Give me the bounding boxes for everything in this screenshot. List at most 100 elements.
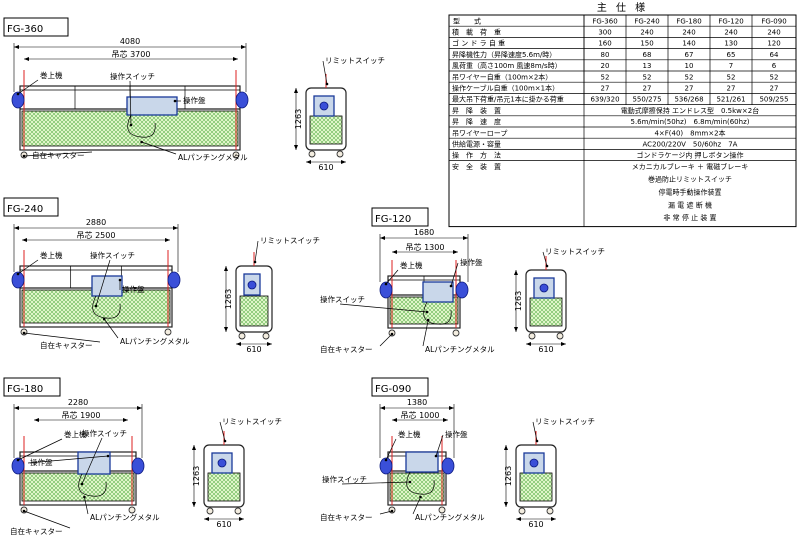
spec-safety-label: 安 全 装 置 <box>452 162 501 171</box>
spec-row-label: ゴ ン ド ラ 自 重 <box>452 39 505 48</box>
spec-cell: 52 <box>727 73 736 81</box>
spec-header-fg-090: FG-090 <box>761 18 786 26</box>
span-length: 吊芯 3700 <box>112 49 151 59</box>
spec-cell: 68 <box>643 51 652 59</box>
spec-cell: 27 <box>727 85 736 93</box>
control-panel-box <box>91 275 123 297</box>
span-length: 吊芯 2500 <box>77 230 116 240</box>
depth-dimension: 610 <box>528 520 543 529</box>
cage-frame <box>19 265 173 328</box>
side-caster-left <box>308 150 316 158</box>
spec-cell: 7 <box>729 62 733 70</box>
winch-motor-left <box>11 457 25 475</box>
height-dimension: 1263 <box>192 466 201 486</box>
spec-row-label: 積 載 荷 重 <box>452 28 501 37</box>
depth-dimension: 610 <box>318 163 333 172</box>
operation-cable <box>78 473 107 497</box>
label-winch: 巻上機 <box>400 260 423 270</box>
winch-motor-right <box>131 457 145 475</box>
caster-right <box>232 151 240 159</box>
spec-row-label: 昇降機性力（昇降速度5.6m/時） <box>452 50 556 59</box>
label-winch: 巻上機 <box>64 429 87 439</box>
spec-cell: 140 <box>682 40 695 48</box>
spec-cell: 160 <box>598 40 611 48</box>
spec-cell: 65 <box>727 51 736 59</box>
spec-cell: 10 <box>685 62 694 70</box>
side-mesh <box>529 297 563 327</box>
model-tag: FG-120 <box>375 214 411 225</box>
label-operation-panel: 操作盤 <box>460 257 483 267</box>
spec-cell: 240 <box>767 29 780 37</box>
spec-cell: 52 <box>643 73 652 81</box>
spec-row-label: 最大吊下荷重/吊元1本に掛かる荷重 <box>452 95 564 104</box>
spec-cell: 240 <box>682 29 695 37</box>
height-dimension: 1263 <box>514 291 523 311</box>
overall-length: 1380 <box>407 398 427 407</box>
spec-safety-item: 漏 電 遮 断 機 <box>668 200 712 209</box>
label-limit-switch: リミットスイッチ <box>325 56 385 65</box>
spec-cell: 120 <box>767 40 780 48</box>
control-panel-box <box>405 451 439 473</box>
side-mesh <box>207 472 241 502</box>
label-caster: 自在キャスター <box>40 340 93 350</box>
spec-cell: 27 <box>601 85 610 93</box>
side-caster-right <box>262 332 270 340</box>
spec-row-label: 吊ワイヤー自重（100m×2本） <box>452 72 552 81</box>
caster-right <box>452 329 460 337</box>
model-tag: FG-240 <box>7 204 43 215</box>
spec-row-label: 昇 降 装 置 <box>452 106 501 115</box>
side-caster-left <box>528 332 536 340</box>
spec-safety-item: 巻過防止リミットスイッチ <box>648 175 732 184</box>
overall-length: 1680 <box>414 228 434 237</box>
punching-metal-panel <box>389 472 445 502</box>
model-tag-frame <box>371 207 429 227</box>
spec-cell: 64 <box>770 51 779 59</box>
height-dimension: 1263 <box>294 109 303 129</box>
spec-cell: 13 <box>643 62 652 70</box>
spec-cell: 6 <box>772 62 777 70</box>
depth-dimension: 610 <box>538 345 553 354</box>
winch-motor-right <box>441 457 455 475</box>
label-caster: 自在キャスター <box>320 344 373 354</box>
side-caster-right <box>546 507 554 515</box>
caster-right <box>164 328 172 336</box>
spec-cell: 240 <box>640 29 653 37</box>
label-operation-panel: 操作盤 <box>122 284 145 294</box>
span-length: 吊芯 1000 <box>401 410 440 420</box>
control-panel-box <box>77 451 111 475</box>
model-tag-frame <box>3 17 69 37</box>
spec-merged-value: ゴンドラケージ内 押しボタン操作 <box>636 151 743 160</box>
model-tag-frame <box>371 377 429 397</box>
control-panel-box <box>422 281 454 303</box>
spec-cell: 80 <box>601 51 610 59</box>
winch-motor-left <box>379 281 393 299</box>
spec-cell: 300 <box>598 29 611 37</box>
spec-header-fg-360: FG-360 <box>592 18 617 26</box>
spec-cell: 550/275 <box>632 96 661 104</box>
punching-metal-panel <box>21 110 239 147</box>
spec-header-fg-120: FG-120 <box>718 18 743 26</box>
spec-merged-value: AC200/220V 50/60hz 7A <box>643 141 738 149</box>
model-tag: FG-090 <box>375 384 411 395</box>
span-length: 吊芯 1900 <box>62 410 101 420</box>
label-caster: 自在キャスター <box>32 150 85 160</box>
spec-table-frame <box>448 14 797 228</box>
side-motor <box>217 458 227 468</box>
label-operation-switch: 操作スイッチ <box>320 294 365 304</box>
spec-cell: 150 <box>640 40 653 48</box>
winch-motor-left <box>11 91 25 109</box>
label-caster: 自在キャスター <box>320 512 373 522</box>
label-operation-switch: 操作スイッチ <box>110 71 155 81</box>
label-al-punching-metal: ALパンチングメタル <box>425 344 495 354</box>
spec-row-label: 風荷重（高さ100m 風速8m/s時） <box>452 61 562 70</box>
label-limit-switch: リミットスイッチ <box>535 417 595 426</box>
side-caster-left <box>518 507 526 515</box>
label-caster: 自在キャスター <box>10 526 63 536</box>
spec-row-label: 操 作 方 法 <box>452 151 501 160</box>
caster-right <box>438 506 446 514</box>
spec-cell: 536/268 <box>674 96 703 104</box>
label-operation-switch: 操作スイッチ <box>90 250 135 260</box>
spec-cell: 20 <box>601 62 610 70</box>
